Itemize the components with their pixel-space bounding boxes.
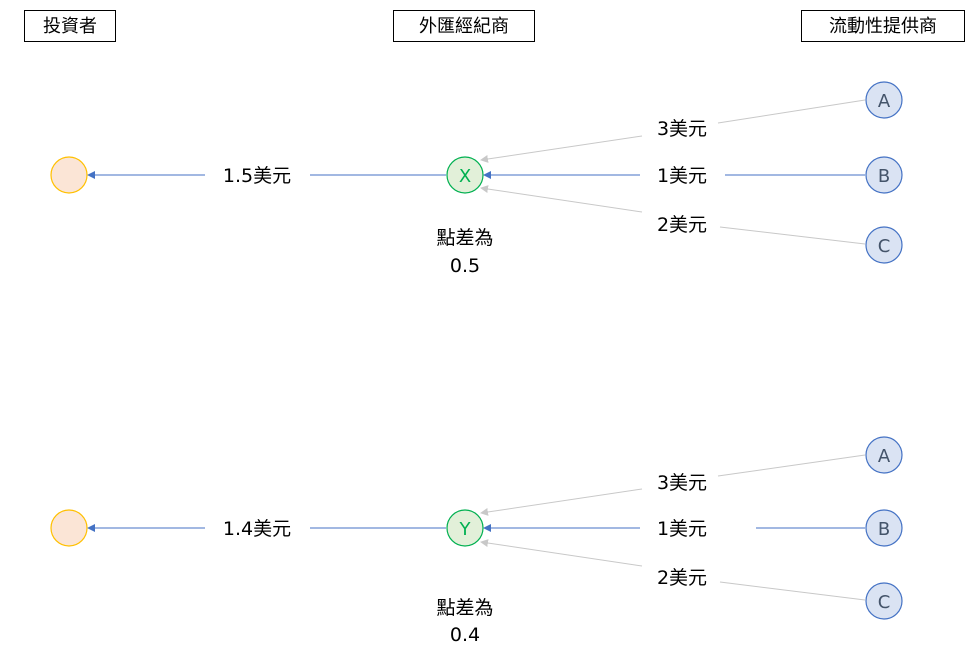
provider-a-price: 3美元 [657,472,707,494]
provider-node-b-label: B [878,519,890,540]
provider-a-line [717,454,866,477]
provider-node-c [865,226,903,264]
spread-value: 0.4 [450,624,480,646]
investor-column-header: 投資者 [24,10,116,42]
spread-label: 點差為 [436,227,493,249]
provider-a-price: 3美元 [657,118,707,140]
spread-value: 0.5 [450,255,480,277]
provider-c-line [719,581,866,601]
provider-a-line [717,99,866,124]
broker-node-x-label: X [459,166,471,187]
provider-node-b [865,156,903,194]
broker-node-y [446,509,484,547]
broker-node-y-label: Y [459,519,472,540]
provider-node-a [865,81,903,119]
liquidity-provider-column-header: 流動性提供商 [801,10,965,42]
provider-node-c-label: C [878,592,891,613]
scenario-1: 1.5美元 3美元 1美元 2美元 X A B C 點差為 0.5 [50,81,903,277]
provider-c-line [719,226,866,245]
scenario-2: 1.4美元 3美元 1美元 2美元 Y A B C 點差為 0.4 [50,436,903,646]
broker-column-header: 外匯經紀商 [393,10,535,42]
provider-node-a [865,436,903,474]
provider-a-arrow [480,488,643,516]
provider-a-arrow [480,135,643,163]
investor-node [50,156,88,194]
provider-node-c [865,582,903,620]
client-price-label: 1.4美元 [223,518,291,540]
spread-label: 點差為 [436,597,493,619]
broker-node-x [446,156,484,194]
provider-c-arrow [480,185,643,213]
provider-b-price: 1美元 [657,518,707,540]
provider-node-a-label: A [878,446,891,467]
provider-c-price: 2美元 [657,214,707,236]
provider-c-price: 2美元 [657,567,707,589]
provider-node-a-label: A [878,91,891,112]
provider-node-b-label: B [878,166,890,187]
investor-node [50,509,88,547]
provider-b-price: 1美元 [657,165,707,187]
provider-node-c-label: C [878,236,891,257]
provider-node-b [865,509,903,547]
client-price-label: 1.5美元 [223,165,291,187]
provider-c-arrow [480,539,643,567]
